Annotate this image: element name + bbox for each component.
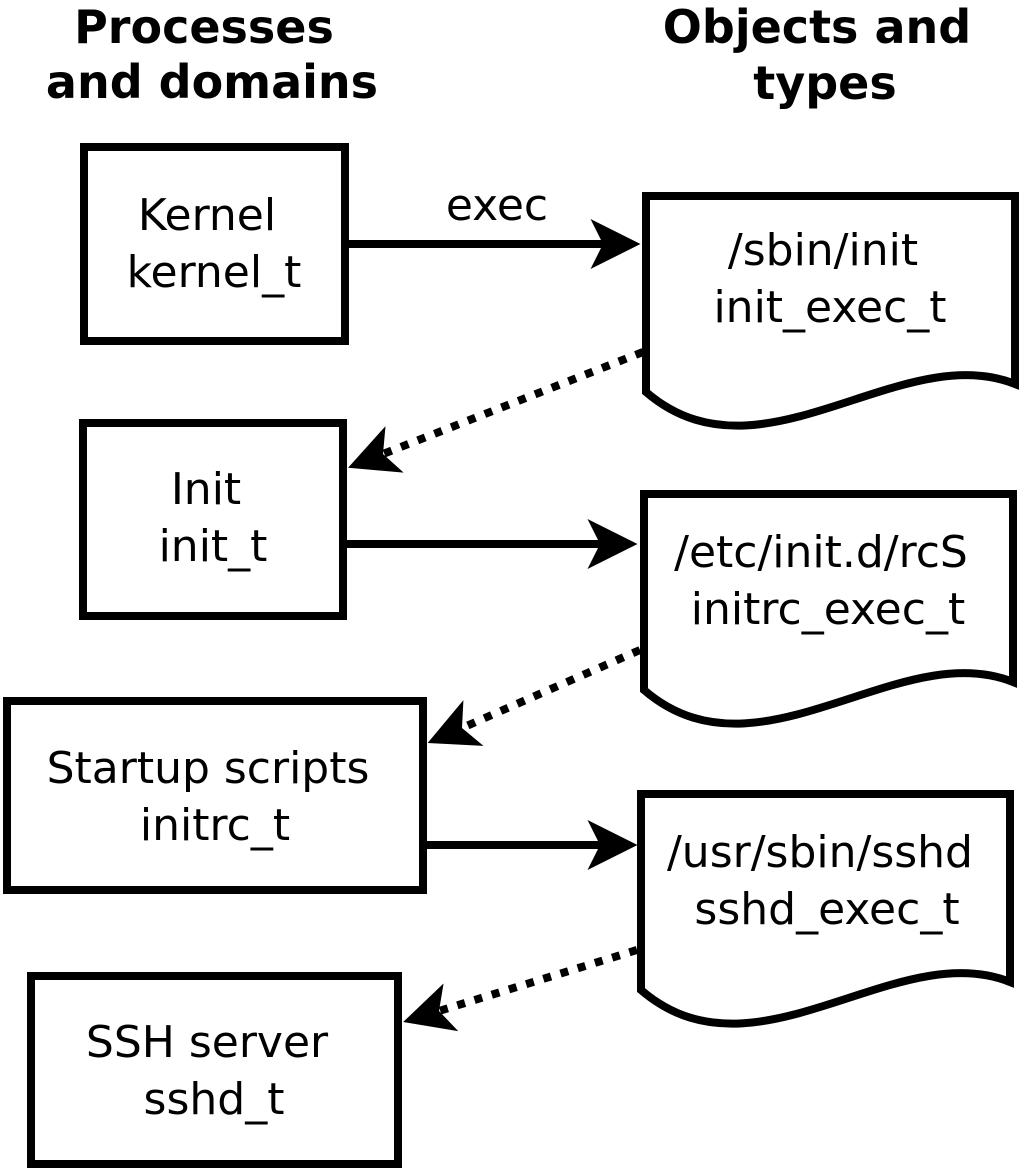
process-box-startup-scripts	[3, 697, 427, 894]
exec-arrow-label: exec	[446, 180, 548, 231]
transition-arrow-sshd-exec-to-ssh-server	[403, 946, 639, 1032]
process-name: Init	[171, 464, 241, 515]
heading-line: and domains	[46, 55, 378, 109]
object-type: initrc_exec_t	[691, 584, 965, 635]
process-label-ssh-server: SSH server sshd_t	[86, 1017, 342, 1125]
object-type: init_exec_t	[713, 282, 946, 333]
object-label-etc-initd-rcs: /etc/init.d/rcS initrc_exec_t	[674, 527, 982, 635]
heading-line: types	[753, 56, 896, 110]
heading-line: Objects and	[663, 0, 971, 54]
column-heading-processes: Processes and domains	[46, 0, 378, 109]
process-label-startup-scripts: Startup scripts initrc_t	[47, 743, 384, 851]
process-domain: initrc_t	[140, 800, 290, 851]
process-box-kernel	[80, 143, 349, 345]
object-label-usr-sbin-sshd: /usr/sbin/sshd sshd_exec_t	[667, 827, 987, 935]
process-domain: init_t	[159, 521, 268, 572]
process-name: Startup scripts	[47, 743, 370, 794]
process-box-init	[79, 419, 347, 620]
process-box-ssh-server	[27, 972, 402, 1168]
process-label-init: Init init_t	[159, 464, 268, 572]
process-domain: kernel_t	[127, 247, 302, 298]
transition-arrow-rcs-to-startup	[427, 646, 642, 746]
process-label-kernel: Kernel kernel_t	[127, 190, 302, 298]
object-path: /usr/sbin/sshd	[667, 827, 973, 878]
column-heading-objects: Objects and types	[663, 0, 987, 110]
process-domain: sshd_t	[144, 1074, 285, 1125]
process-name: Kernel	[138, 190, 276, 241]
object-type: sshd_exec_t	[694, 884, 959, 935]
process-name: SSH server	[86, 1017, 329, 1068]
object-path: /etc/init.d/rcS	[674, 527, 968, 578]
heading-line: Processes	[74, 0, 334, 54]
transition-arrow-sbin-init-to-init	[348, 348, 645, 473]
object-path: /sbin/init	[728, 225, 918, 276]
object-label-sbin-init: /sbin/init init_exec_t	[713, 225, 946, 333]
